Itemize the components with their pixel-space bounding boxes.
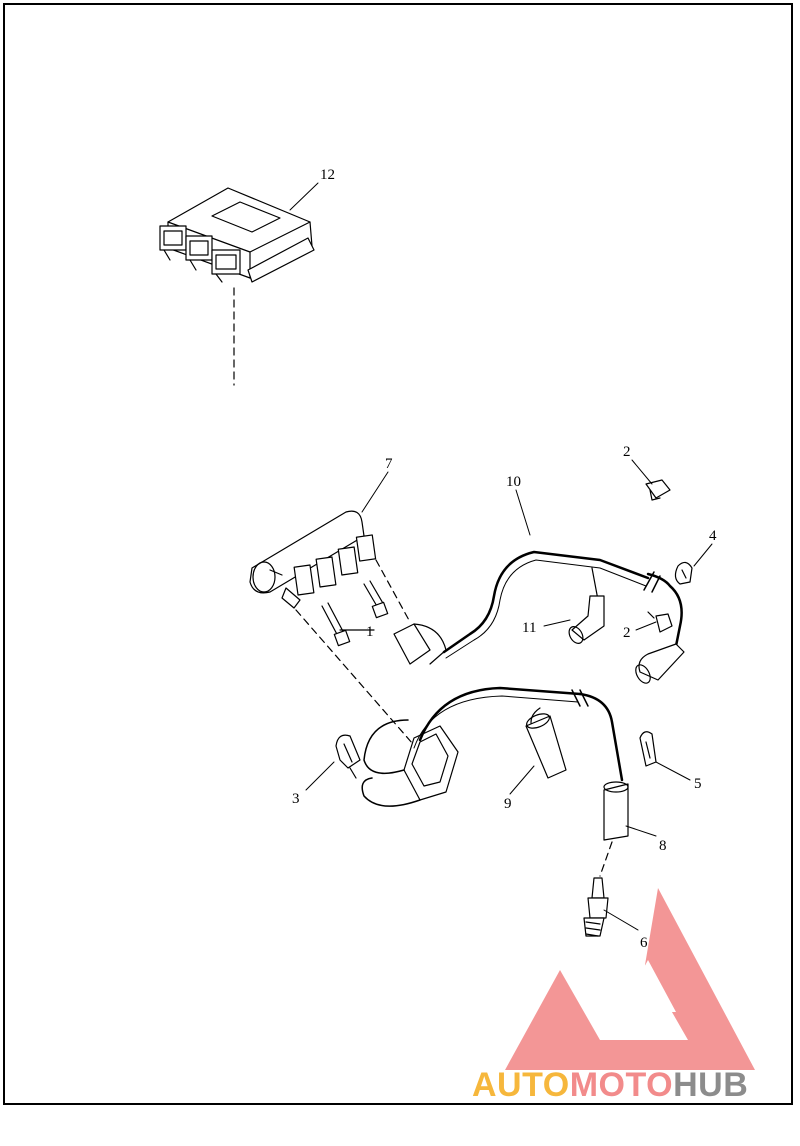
upper-plug-wire — [393, 550, 685, 684]
wire-clip-3 — [335, 734, 361, 779]
callout-1: 1 — [366, 624, 374, 640]
plug-boot-11 — [568, 567, 605, 644]
ignition-coil — [249, 510, 377, 609]
watermark-auto: AUTO — [472, 1066, 570, 1104]
callout-10: 10 — [506, 474, 521, 490]
callout-2-lower: 2 — [623, 625, 631, 641]
wire-clip-2-lower — [647, 611, 673, 633]
callout-4: 4 — [709, 528, 717, 544]
leader-lines — [289, 182, 713, 931]
spark-plug — [583, 877, 609, 937]
watermark-hub: HUB — [673, 1066, 748, 1104]
callout-numbers: 12 7 10 2 4 11 2 1 3 9 5 8 6 — [292, 167, 717, 951]
watermark-triangle — [505, 888, 755, 1070]
plug-boot-9 — [525, 713, 567, 779]
callout-12: 12 — [320, 167, 335, 183]
boot-to-plug-line — [599, 841, 613, 877]
svg-text:AUTOMOTOHUB: AUTOMOTOHUB — [472, 1066, 748, 1104]
lower-plug-wire — [361, 686, 624, 807]
callout-9: 9 — [504, 796, 512, 812]
diagram-border — [3, 3, 793, 1105]
callout-2-upper: 2 — [623, 444, 631, 460]
coil-bolts — [321, 580, 389, 647]
wire-clip-2-upper — [645, 479, 671, 501]
wire-clip-4 — [674, 561, 693, 585]
callout-8: 8 — [659, 838, 667, 854]
callout-5: 5 — [694, 776, 702, 792]
watermark-moto: MOTO — [570, 1066, 673, 1104]
callout-7: 7 — [385, 456, 393, 472]
wire-clip-5 — [639, 731, 657, 767]
callout-6: 6 — [640, 935, 648, 951]
callout-11: 11 — [522, 620, 536, 636]
coil-to-boot-line — [375, 559, 411, 623]
plug-boot-8 — [603, 781, 629, 841]
ecm-module — [159, 187, 315, 283]
callout-3: 3 — [292, 791, 300, 807]
watermark-logo: AUTOMOTOHUB — [472, 888, 755, 1104]
